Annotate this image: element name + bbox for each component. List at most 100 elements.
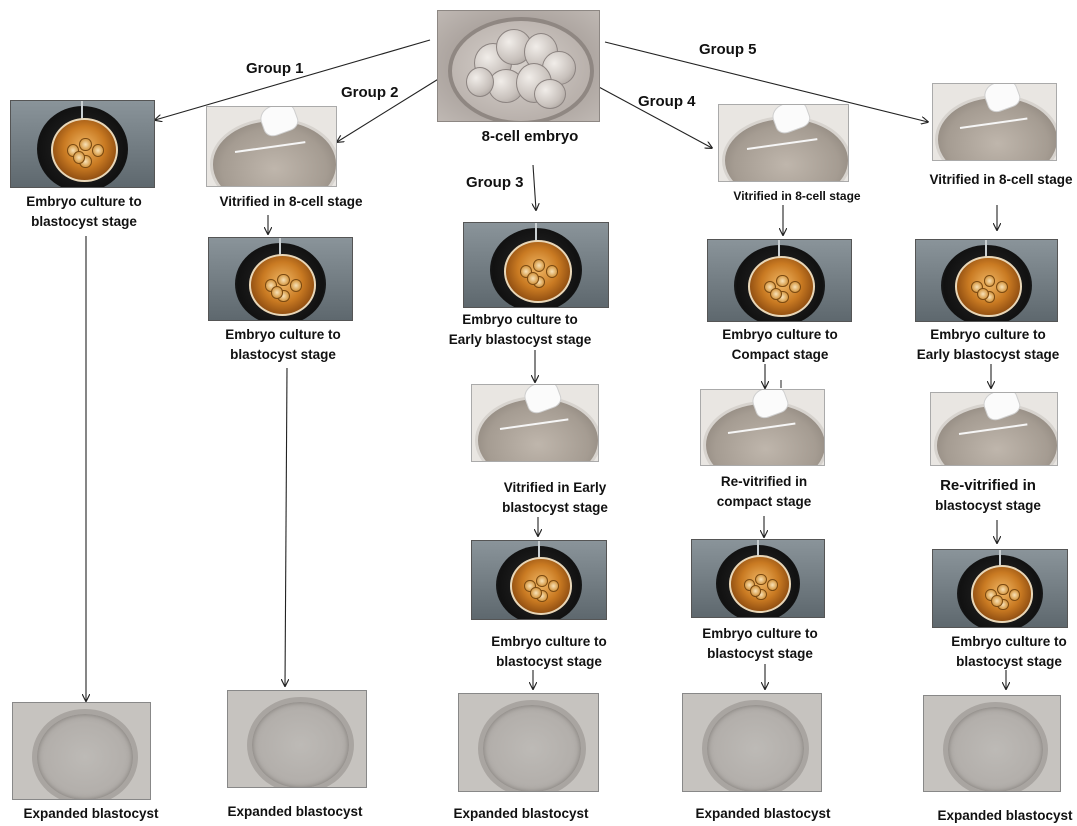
culture-well bbox=[524, 580, 536, 593]
blastocyst-photo bbox=[12, 702, 151, 800]
label-line: blastocyst stage bbox=[31, 214, 137, 229]
label-line: Re-vitrified in bbox=[720, 474, 808, 489]
group2-label: Group 2 bbox=[341, 84, 399, 101]
label-line: blastocyst stage bbox=[496, 654, 602, 669]
culture-well bbox=[73, 151, 86, 165]
culture-well bbox=[755, 573, 767, 586]
incubator-bar bbox=[998, 550, 1001, 567]
incubator-bar bbox=[81, 101, 84, 120]
label-line: Compact stage bbox=[731, 347, 829, 362]
label-line: blastocyst stage bbox=[707, 646, 813, 661]
label-line: Embryo culture to bbox=[462, 312, 578, 327]
g3-culture2-label: Embryo culture to blastocyst stage bbox=[491, 632, 607, 672]
vitrification-photo bbox=[718, 104, 849, 182]
culture-well bbox=[79, 138, 92, 152]
vitrification-photo bbox=[932, 83, 1057, 161]
culture-dish bbox=[728, 555, 792, 614]
culture-dish-photo bbox=[691, 539, 825, 618]
culture-well bbox=[1009, 588, 1021, 601]
culture-dish bbox=[51, 118, 118, 183]
incubator-bar bbox=[537, 541, 540, 559]
incubator-bar bbox=[778, 240, 781, 258]
culture-well bbox=[92, 144, 105, 158]
g1-culture-label: Embryo culture to blastocyst stage bbox=[26, 192, 142, 232]
culture-well bbox=[271, 286, 284, 299]
blastocyst-photo bbox=[227, 690, 367, 788]
g5-culture1-label: Embryo culture to Early blastocyst stage bbox=[917, 325, 1060, 365]
label-line: Vitrified in Early bbox=[503, 480, 607, 495]
label-line: blastocyst stage bbox=[502, 500, 608, 515]
culture-dish-photo bbox=[208, 237, 353, 321]
label-line: Embryo culture to bbox=[26, 194, 142, 209]
vitrification-photo bbox=[930, 392, 1058, 466]
g3-culture1-label: Embryo culture to Early blastocyst stage bbox=[449, 310, 592, 350]
blastocyst-photo bbox=[682, 693, 822, 792]
culture-dish-photo bbox=[471, 540, 607, 620]
culture-well bbox=[530, 586, 542, 599]
culture-well bbox=[997, 583, 1009, 596]
blastocyst-zona bbox=[32, 708, 139, 799]
label-line: Early blastocyst stage bbox=[448, 332, 592, 347]
g4-culture1-label: Embryo culture to Compact stage bbox=[722, 325, 838, 365]
label-line: blastocyst stage bbox=[230, 347, 336, 362]
blastocyst-photo bbox=[458, 693, 599, 792]
label-line: Embryo culture to bbox=[930, 327, 1046, 342]
arrow-embryo-to-group5 bbox=[604, 41, 928, 122]
culture-dish-photo bbox=[463, 222, 609, 308]
culture-dish-photo bbox=[932, 549, 1068, 628]
label-line: Embryo culture to bbox=[702, 626, 818, 641]
blastomere bbox=[466, 67, 494, 97]
culture-well bbox=[277, 273, 290, 286]
g5-vitri-label: Vitrified in 8-cell stage bbox=[929, 172, 1073, 187]
culture-dish-photo bbox=[10, 100, 155, 188]
blastocyst-zona bbox=[247, 696, 354, 787]
incubator-bar bbox=[985, 240, 988, 258]
arrow-embryo-to-group3 bbox=[533, 164, 536, 210]
blastocyst-zona bbox=[478, 699, 586, 791]
incubator-bar bbox=[279, 238, 282, 257]
g5-culture2-label: Embryo culture to blastocyst stage bbox=[951, 632, 1067, 672]
culture-well bbox=[789, 280, 802, 294]
label-line: blastocyst stage bbox=[935, 498, 1041, 513]
g3-vitri-label: Vitrified in Early blastocyst stage bbox=[502, 478, 608, 518]
culture-dish-photo bbox=[707, 239, 852, 322]
arrow-embryo-to-group1 bbox=[155, 39, 431, 120]
g2-final-label: Expanded blastocyst bbox=[227, 804, 363, 819]
vitrification-photo bbox=[206, 106, 337, 187]
culture-dish bbox=[748, 256, 815, 317]
culture-well bbox=[536, 574, 548, 587]
arrow-embryo-to-group2 bbox=[337, 77, 441, 142]
g5-revitri-label: Re-vitrified in blastocyst stage bbox=[935, 476, 1041, 516]
group3-label: Group 3 bbox=[466, 174, 524, 191]
label-line: Embryo culture to bbox=[491, 634, 607, 649]
g4-revitri-label: Re-vitrified in compact stage bbox=[717, 472, 812, 512]
label-line: compact stage bbox=[716, 494, 812, 509]
label-line: Embryo culture to bbox=[722, 327, 838, 342]
label-line: blastocyst stage bbox=[956, 654, 1062, 669]
blastocyst-photo bbox=[923, 695, 1061, 792]
group1-label: Group 1 bbox=[246, 60, 304, 77]
blastocyst-zona bbox=[943, 701, 1049, 791]
culture-well bbox=[532, 259, 546, 272]
culture-well bbox=[526, 272, 539, 285]
label-line: Embryo culture to bbox=[225, 327, 341, 342]
g2-culture-label: Embryo culture to blastocyst stage bbox=[225, 325, 341, 365]
culture-well bbox=[545, 265, 558, 278]
culture-well bbox=[766, 578, 779, 591]
culture-dish bbox=[970, 565, 1034, 624]
g5-final-label: Expanded blastocyst bbox=[937, 808, 1073, 823]
group4-label: Group 4 bbox=[638, 93, 696, 110]
g4-vitri-label: Vitrified in 8-cell stage bbox=[733, 189, 861, 203]
arrow-embryo-to-group4 bbox=[596, 85, 712, 148]
group5-label: Group 5 bbox=[699, 41, 757, 58]
culture-dish-photo bbox=[915, 239, 1058, 322]
g1-final-label: Expanded blastocyst bbox=[23, 806, 159, 821]
culture-dish bbox=[504, 239, 572, 303]
embryo-label: 8-cell embryo bbox=[481, 128, 579, 145]
label-line: Re-vitrified in bbox=[940, 477, 1036, 494]
g2-vitri-label: Vitrified in 8-cell stage bbox=[219, 194, 363, 209]
incubator-bar bbox=[534, 223, 537, 242]
g4-culture2-label: Embryo culture to blastocyst stage bbox=[702, 624, 818, 664]
